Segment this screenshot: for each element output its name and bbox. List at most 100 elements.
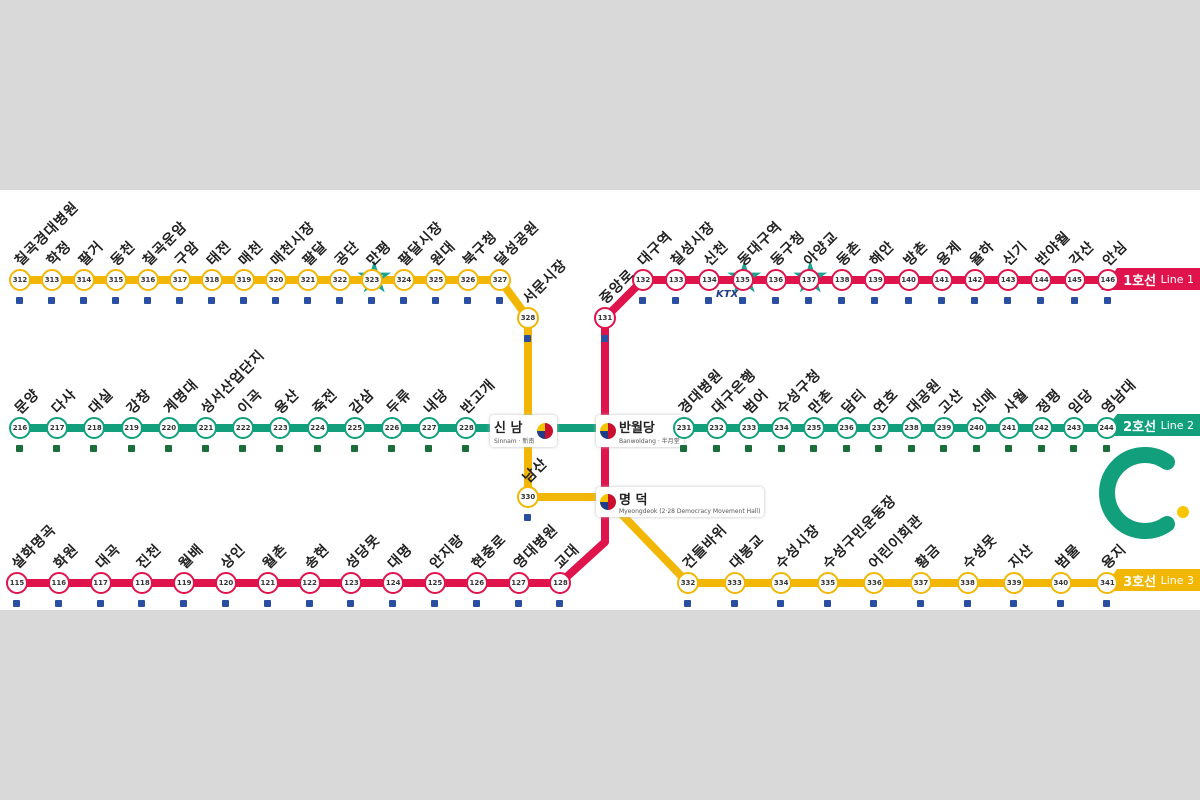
station-124[interactable]: 124: [382, 572, 405, 594]
station-125[interactable]: 125: [424, 572, 446, 594]
station-226[interactable]: 226: [381, 417, 403, 439]
station-224[interactable]: 224: [306, 417, 329, 439]
exit-icon: [368, 297, 375, 304]
station-123[interactable]: 123: [340, 572, 363, 594]
station-326[interactable]: 326: [457, 269, 479, 291]
exit-icon: [53, 445, 61, 452]
line1-badge: 1호선 Line 1: [1101, 268, 1200, 290]
station-332[interactable]: 332: [677, 572, 699, 594]
station-220[interactable]: 220: [157, 417, 180, 439]
station-126[interactable]: 126: [465, 572, 488, 594]
station-337[interactable]: 337: [910, 572, 932, 594]
exit-icon: [842, 445, 850, 452]
station-232[interactable]: 232: [705, 417, 728, 439]
station-321[interactable]: 321: [297, 269, 319, 291]
exit-icon: [263, 600, 271, 607]
station-328[interactable]: 328: [517, 307, 539, 329]
station-222[interactable]: 222: [232, 417, 255, 439]
station-236[interactable]: 236: [835, 417, 858, 439]
station-136[interactable]: 136: [764, 269, 787, 291]
station-317[interactable]: 317: [169, 269, 191, 291]
exit-icon: [940, 445, 947, 452]
station-115[interactable]: 115: [6, 572, 28, 594]
station-135[interactable]: 135: [731, 269, 754, 291]
exit-icon: [304, 297, 311, 304]
station-335[interactable]: 335: [816, 572, 839, 594]
station-238[interactable]: 238: [900, 417, 923, 439]
station-127[interactable]: 127: [507, 572, 530, 594]
station-336[interactable]: 336: [863, 572, 886, 594]
station-141[interactable]: 141: [930, 269, 953, 291]
station-223[interactable]: 223: [269, 417, 292, 439]
station-134[interactable]: 134: [698, 269, 721, 291]
station-322[interactable]: 322: [329, 269, 351, 291]
station-324[interactable]: 324: [393, 269, 415, 291]
station-244[interactable]: 244: [1095, 417, 1118, 439]
station-237[interactable]: 237: [868, 417, 890, 439]
exit-icon: [738, 297, 746, 304]
station-242[interactable]: 242: [1030, 417, 1053, 439]
station-338[interactable]: 338: [956, 572, 979, 594]
station-225[interactable]: 225: [343, 417, 366, 439]
station-117[interactable]: 117: [89, 572, 112, 594]
station-319[interactable]: 319: [233, 269, 255, 291]
station-144[interactable]: 144: [1030, 269, 1053, 291]
station-334[interactable]: 334: [770, 572, 793, 594]
station-216[interactable]: 216: [9, 417, 31, 439]
station-228[interactable]: 228: [455, 417, 478, 439]
station-119[interactable]: 119: [173, 572, 196, 594]
station-121[interactable]: 121: [256, 572, 279, 594]
station-241[interactable]: 241: [998, 417, 1020, 439]
station-139[interactable]: 139: [864, 269, 887, 291]
station-327[interactable]: 327: [489, 269, 511, 291]
station-227[interactable]: 227: [418, 417, 441, 439]
station-145[interactable]: 145: [1063, 269, 1086, 291]
station-323[interactable]: 323: [361, 269, 383, 291]
station-318[interactable]: 318: [201, 269, 223, 291]
station-120[interactable]: 120: [215, 572, 237, 594]
exit-icon: [431, 600, 438, 607]
station-128[interactable]: 128: [549, 572, 572, 594]
station-221[interactable]: 221: [195, 417, 217, 439]
station-316[interactable]: 316: [137, 269, 159, 291]
station-320[interactable]: 320: [265, 269, 287, 291]
station-235[interactable]: 235: [803, 417, 825, 439]
station-339[interactable]: 339: [1003, 572, 1026, 594]
station-314[interactable]: 314: [73, 269, 95, 291]
station-142[interactable]: 142: [964, 269, 986, 291]
station-330[interactable]: 330: [517, 486, 539, 508]
station-240[interactable]: 240: [965, 417, 988, 439]
station-312[interactable]: 312: [9, 269, 31, 291]
station-218[interactable]: 218: [83, 417, 106, 439]
station-143[interactable]: 143: [997, 269, 1020, 291]
station-132[interactable]: 132: [632, 269, 654, 291]
station-122[interactable]: 122: [298, 572, 321, 594]
station-140[interactable]: 140: [897, 269, 920, 291]
station-137[interactable]: 137: [798, 269, 820, 291]
station-138[interactable]: 138: [831, 269, 854, 291]
station-234[interactable]: 234: [770, 417, 793, 439]
station-340[interactable]: 340: [1049, 572, 1072, 594]
station-243[interactable]: 243: [1063, 417, 1085, 439]
station-116[interactable]: 116: [47, 572, 70, 594]
station-239[interactable]: 239: [933, 417, 955, 439]
station-146[interactable]: 146: [1096, 269, 1119, 291]
station-233[interactable]: 233: [738, 417, 760, 439]
exit-icon: [524, 335, 531, 342]
station-133[interactable]: 133: [665, 269, 688, 291]
station-231[interactable]: 231: [673, 417, 695, 439]
station-315[interactable]: 315: [105, 269, 127, 291]
station-118[interactable]: 118: [131, 572, 154, 594]
station-333[interactable]: 333: [723, 572, 746, 594]
exit-icon: [730, 600, 738, 607]
transfer-icon: [537, 423, 554, 439]
station-341[interactable]: 341: [1096, 572, 1119, 594]
station-131[interactable]: 131: [594, 307, 616, 329]
station-313[interactable]: 313: [41, 269, 63, 291]
station-325[interactable]: 325: [425, 269, 447, 291]
station-219[interactable]: 219: [120, 417, 143, 439]
station-217[interactable]: 217: [46, 417, 69, 439]
